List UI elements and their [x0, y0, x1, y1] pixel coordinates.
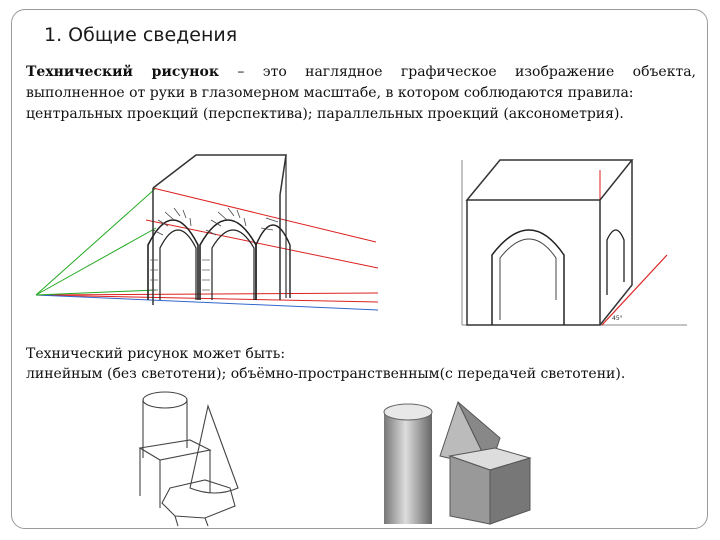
linear-sketch — [138, 391, 239, 527]
definition-text: – это наглядное графическое изображение … — [26, 64, 697, 101]
perspective-drawing — [35, 154, 379, 311]
angle-label: 45° — [612, 315, 623, 322]
definition-term: Технический рисунок — [26, 64, 220, 80]
slide-title: 1. Общие сведения — [44, 24, 238, 46]
types-line-2: линейным (без светотени); объёмно-простр… — [26, 366, 626, 382]
shaded-sketch — [383, 400, 532, 525]
slide-frame — [11, 9, 708, 529]
axonometric-drawing: 45° — [461, 159, 687, 326]
definition-paragraph: Технический рисунок – это наглядное граф… — [26, 62, 696, 125]
types-line-1: Технический рисунок может быть: — [26, 346, 286, 362]
types-paragraph: Технический рисунок может быть: линейным… — [26, 344, 706, 384]
projections-text: центральных проекций (перспектива); пара… — [26, 106, 624, 122]
